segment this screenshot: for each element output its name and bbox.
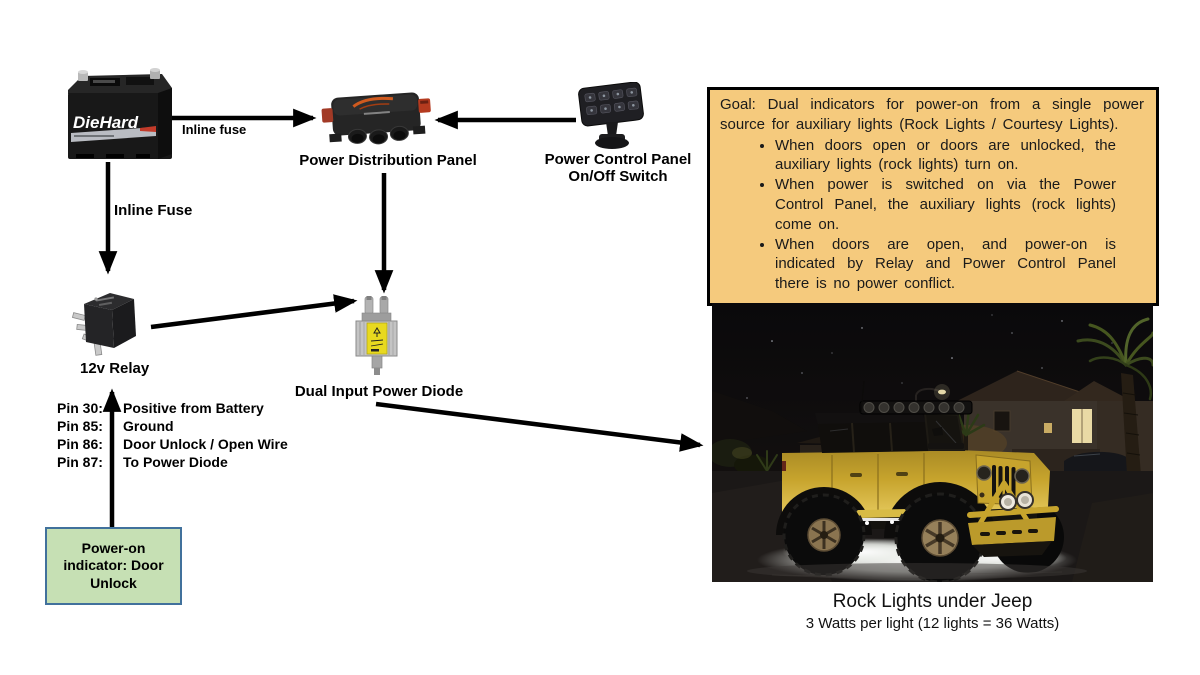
light-bar-lamps [863,402,965,413]
shrubs [708,439,778,475]
relay-pin-list: Pin 30: Positive from Battery Pin 85: Grou… [57,399,288,471]
battery-brand-text: DieHard [73,113,139,132]
jeep-front [967,454,1059,557]
pin-description: Ground [123,418,174,434]
goal-bullet-2: When power is switched on via the Power … [775,175,1116,234]
arrow-relay-to-diode [150,294,358,330]
stinger [975,480,1033,529]
stars [746,314,1113,399]
pcp-label-line1: Power Control Panel [544,151,692,168]
pin-row-86: Pin 86: Door Unlock / Open Wire [57,435,288,453]
pin-description: Positive from Battery [123,400,264,416]
pcp-label: Power Control Panel On/Off Switch [540,151,696,185]
jeep-photo [708,303,1155,584]
palm-tree [1076,317,1155,475]
goal-bullet-3: When doors are open, and power-on is ind… [775,235,1116,294]
photo-subcaption: 3 Watts per light (12 lights = 36 Watts) [805,615,1060,632]
front-wheel [894,492,986,584]
headlight-left [976,465,992,481]
power-distribution-panel-image [320,85,432,149]
pcp-label-line2: On/Off Switch [568,168,668,185]
relay-label: 12v Relay [80,360,150,377]
pin-number: Pin 86: [57,436,103,452]
pin-row-85: Pin 85: Ground [57,417,288,435]
power-control-panel-image [573,81,649,150]
hills [712,391,807,445]
pin-description: To Power Diode [123,454,228,470]
jeep [776,380,1064,584]
power-on-indicator-box: Power-on indicator: Door Unlock [45,527,182,605]
goal-bullet-list: When doors open or doors are unlocked, t… [720,136,1144,294]
pin-row-87: Pin 87: To Power Diode [57,453,288,471]
pin-row-30: Pin 30: Positive from Battery [57,399,288,417]
arrow-diode-to-photo [375,401,704,452]
parked-car [1064,451,1132,476]
goal-bullet-1: When doors open or doors are unlocked, t… [775,136,1116,176]
power-diode-image [353,296,401,376]
power-on-indicator-text: Power-on indicator: Door Unlock [63,539,164,591]
pin-number: Pin 87: [57,454,103,470]
pin-description: Door Unlock / Open Wire [123,436,288,452]
pdp-label: Power Distribution Panel [299,152,477,169]
inline-fuse-side-label: Inline Fuse [114,202,193,219]
front-fender-flare [884,482,996,538]
rear-wheel [782,493,866,577]
goal-box: Goal: Dual indicators for power-on from … [707,87,1159,306]
jeep-roof [815,413,926,425]
ground-reflection [747,563,1087,579]
jeep-windows [818,422,930,453]
inline-fuse-top-label: Inline fuse [182,122,247,137]
pin-number: Pin 85: [57,418,103,434]
headlight-right [1014,468,1030,484]
relay-image [71,286,138,358]
battery-image: DieHard [62,66,177,164]
photo-caption: Rock Lights under Jeep [832,591,1033,612]
goal-intro: Goal: Dual indicators for power-on from … [720,96,1144,133]
rear-fender-flare [776,487,872,535]
diode-label: Dual Input Power Diode [294,383,464,400]
pin-number: Pin 30: [57,400,103,416]
